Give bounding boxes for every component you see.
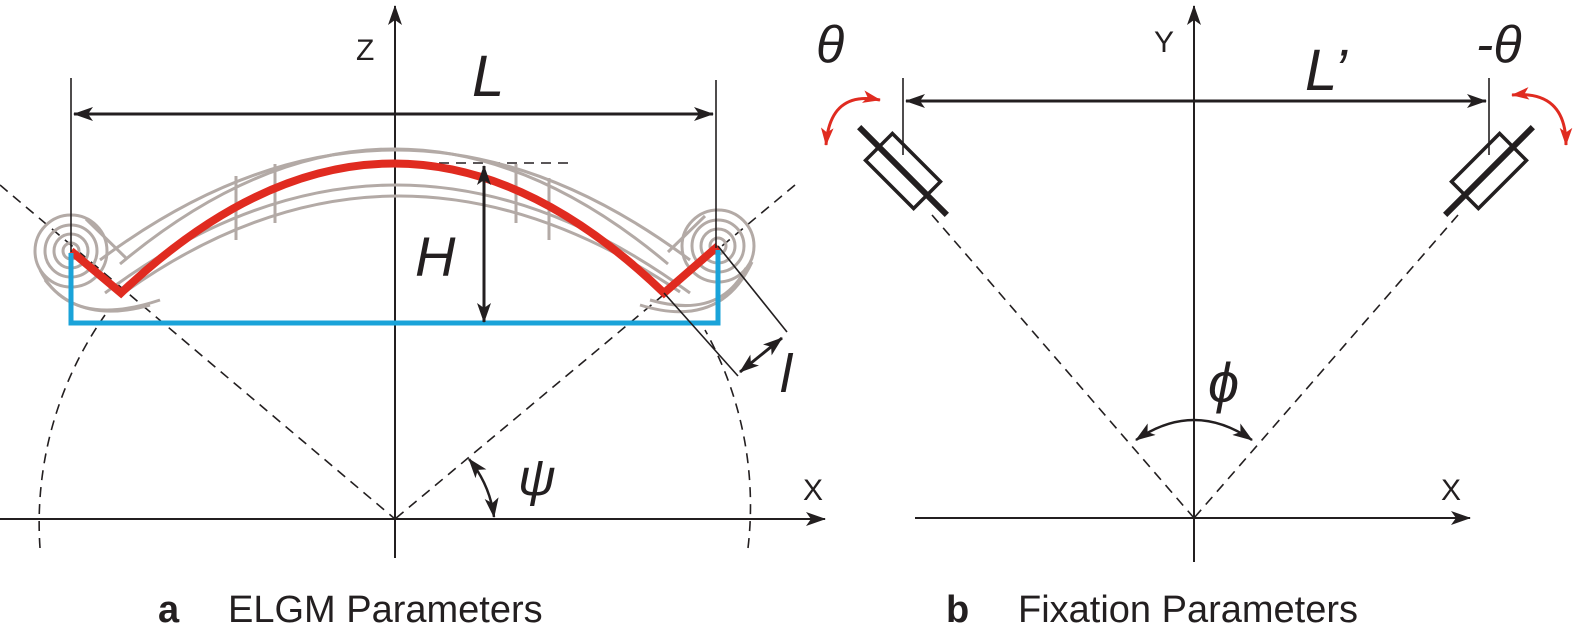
- elgm-blue-base: [68, 250, 721, 326]
- panel-b-theta-label: θ: [816, 16, 844, 74]
- panel-a: Z X: [0, 5, 826, 631]
- panel-a-h-label: H: [415, 225, 456, 288]
- panel-b-phi-arc: [1135, 418, 1253, 442]
- panel-a-arm-dimension-arrow: [739, 336, 783, 374]
- panel-b-caption-letter: b: [946, 589, 969, 631]
- panel-b-l-label: L’: [1305, 38, 1348, 103]
- panel-b-phi-label: ϕ: [1208, 351, 1239, 414]
- panel-b-x-label: X: [1441, 474, 1461, 507]
- panel-a-arm-extension-inner: [663, 292, 739, 377]
- panel-a-psi-arc: [468, 458, 499, 518]
- elgm-red-centerline: [68, 159, 721, 299]
- panel-a-arm-label: l: [780, 344, 794, 404]
- panel-b-neg-theta-label: -θ: [1476, 16, 1522, 74]
- panel-a-caption-letter: a: [158, 589, 180, 631]
- right-rotation-arrow: [1511, 87, 1573, 146]
- panel-a-z-label: Z: [356, 34, 374, 67]
- panel-a-x-label: X: [803, 474, 823, 507]
- left-rotation-arrow: [820, 90, 881, 146]
- panel-a-arm-extension-outer: [717, 245, 788, 333]
- panel-a-caption: ELGM Parameters: [228, 589, 543, 631]
- panel-b: Y X L’ θ -θ ϕ b Fixation Par: [816, 5, 1573, 631]
- panel-b-y-label: Y: [1154, 26, 1174, 59]
- panel-a-psi-label: ψ: [518, 449, 556, 507]
- panel-b-caption: Fixation Parameters: [1018, 589, 1358, 631]
- panel-a-construction-lines: [0, 162, 796, 549]
- panel-a-l-label: L: [472, 44, 504, 109]
